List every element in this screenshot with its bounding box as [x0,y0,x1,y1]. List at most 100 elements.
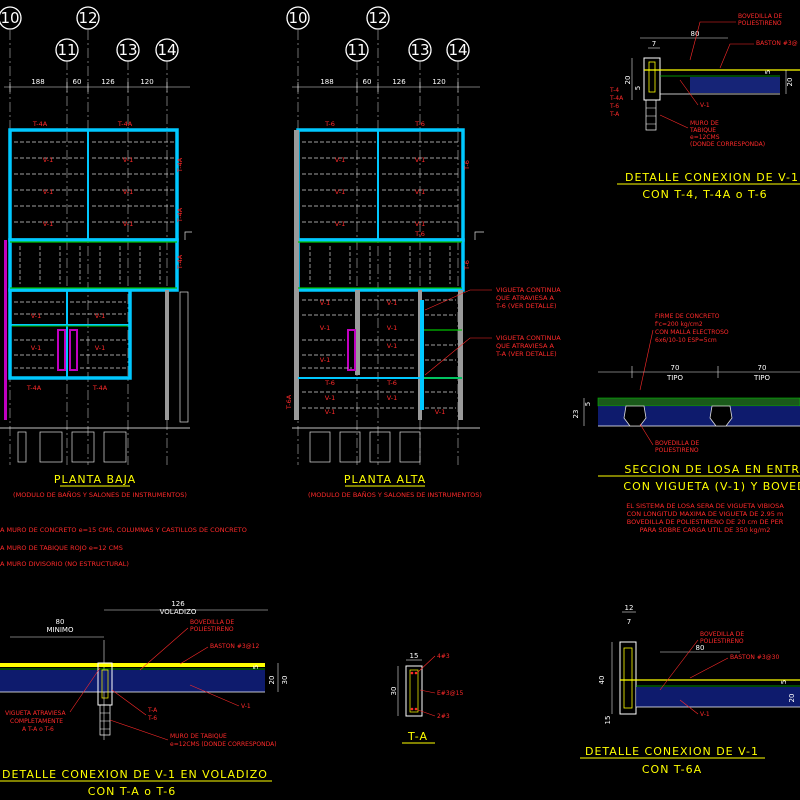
svg-text:V-1: V-1 [43,156,54,164]
svg-text:60: 60 [73,78,82,86]
svg-text:COMPLETAMENTE: COMPLETAMENTE [10,718,63,725]
svg-text:A T-A o T-6: A T-A o T-6 [22,726,54,733]
svg-text:FIRME DE CONCRETO: FIRME DE CONCRETO [655,313,720,320]
svg-text:T-A (VER DETALLE): T-A (VER DETALLE) [495,350,557,358]
svg-text:6x6/10-10 ESP=5cm: 6x6/10-10 ESP=5cm [655,337,717,344]
svg-text:V-1: V-1 [43,188,54,196]
svg-text:T-4A: T-4A [92,384,108,392]
svg-text:V-1: V-1 [415,156,426,164]
svg-text:V-1: V-1 [123,188,134,196]
svg-text:13: 13 [410,41,429,59]
detail-t4-title-1: DETALLE CONEXION DE V-1 [625,171,799,184]
plan-alta-tags: T-6 T-6 V-1 V-1 V-1 V-1 V-1 V-1 T-6 V-1 … [285,120,471,416]
svg-text:40: 40 [598,676,606,685]
svg-text:120: 120 [140,78,153,86]
svg-text:23: 23 [572,410,580,419]
svg-text:5: 5 [634,86,642,90]
svg-text:T-4A: T-4A [176,157,184,173]
detail-t4-title-2: CON T-4, T-4A o T-6 [642,188,767,201]
svg-text:15: 15 [410,652,419,660]
svg-text:5: 5 [584,402,592,406]
svg-text:T-6: T-6 [463,160,471,171]
svg-text:70: 70 [758,364,767,372]
svg-text:T-A: T-A [609,111,620,118]
svg-text:V-1: V-1 [43,220,54,228]
svg-text:MURO DE TABIQUE: MURO DE TABIQUE [170,733,227,740]
svg-text:11: 11 [57,41,76,59]
svg-text:MURO DE: MURO DE [690,120,719,127]
svg-text:T-6: T-6 [609,103,619,110]
svg-text:V-1: V-1 [123,156,134,164]
detail-t6a: 12 7 40 15 80 BOVEDILLA DE POLIESTIRENO … [598,604,800,724]
svg-text:T-6: T-6 [324,379,335,387]
svg-text:T-A: T-A [147,707,158,714]
svg-text:T-4A: T-4A [609,95,624,102]
svg-text:POLIESTIRENO: POLIESTIRENO [738,20,782,27]
section-losa-title-1: SECCION DE LOSA EN ENTREP [624,463,800,476]
svg-text:V-1: V-1 [415,188,426,196]
svg-text:15: 15 [604,716,612,725]
svg-text:V-1: V-1 [335,188,346,196]
svg-text:V-1: V-1 [700,102,710,109]
plan-alta-callout-2: VIGUETA CONTINUA QUE ATRAVIESA A T-A (VE… [424,334,561,376]
plan-baja-walls [4,128,179,420]
plan-alta-callout-1: VIGUETA CONTINUA QUE ATRAVIESA A T-6 (VE… [424,286,561,311]
svg-text:V-1: V-1 [320,299,331,307]
svg-text:V-1: V-1 [95,344,106,352]
svg-text:T-6A: T-6A [285,394,293,410]
svg-text:(DONDE CORRESPONDA): (DONDE CORRESPONDA) [690,141,765,148]
svg-text:TIPO: TIPO [753,374,771,382]
svg-text:T-4A: T-4A [32,120,48,128]
svg-text:7: 7 [627,618,631,626]
svg-text:80: 80 [691,30,700,38]
svg-text:BOVEDILLA DE: BOVEDILLA DE [700,631,744,638]
svg-text:BASTON #3@12: BASTON #3@12 [210,643,259,650]
svg-text:188: 188 [31,78,44,86]
svg-text:V-1: V-1 [320,356,331,364]
svg-text:A MURO DIVISORIO (NO ESTRUCTUR: A MURO DIVISORIO (NO ESTRUCTURAL) [0,560,129,568]
svg-text:60: 60 [363,78,372,86]
svg-text:126: 126 [101,78,115,86]
svg-text:30: 30 [390,687,398,696]
svg-text:CON MALLA ELECTROSO: CON MALLA ELECTROSO [655,329,729,336]
svg-text:V-1: V-1 [415,220,426,228]
dims-plan-baja: 188 60 126 120 [4,78,190,92]
detail-t4: 80 7 20 5 20 5 BOVEDILLA DE POLIESTIRENO… [609,13,800,148]
svg-text:4#3: 4#3 [437,653,450,660]
svg-text:T-6: T-6 [414,120,425,128]
section-losa-note: EL SISTEMA DE LOSA SERA DE VIGUETA VIBIO… [626,502,784,534]
svg-text:12: 12 [625,604,634,612]
dims-plan-alta: 188 60 126 120 [292,78,480,92]
svg-text:T-6: T-6 [386,379,397,387]
svg-text:MINIMO: MINIMO [47,626,74,634]
svg-text:70: 70 [671,364,680,372]
svg-text:T-6: T-6 [147,715,157,722]
svg-text:13: 13 [118,41,137,59]
plan-baja-subtitle: (MODULO DE BAÑOS Y SALONES DE INSTRUMENT… [13,490,187,499]
svg-text:V-1: V-1 [387,342,398,350]
svg-text:T-4A: T-4A [176,207,184,223]
axis-bubble-11: 11 [55,38,79,62]
svg-text:V-1: V-1 [123,220,134,228]
axis-bubble-10b: 10 [286,6,310,30]
svg-text:V-1: V-1 [387,299,398,307]
svg-text:20: 20 [624,76,632,85]
axis-bubble-11b: 11 [345,38,369,62]
svg-text:5: 5 [764,70,772,74]
svg-text:30: 30 [281,676,289,685]
svg-text:e=12CMS: e=12CMS [690,134,720,141]
svg-text:126: 126 [392,78,406,86]
svg-text:BOVEDILLA DE: BOVEDILLA DE [738,13,782,20]
svg-text:V-1: V-1 [700,711,710,718]
axis-bubble-10: 10 [0,6,22,30]
detail-voladizo: 126 VOLADIZO 80 MINIMO 20 5 30 BOVEDILLA… [0,600,289,748]
svg-text:POLIESTIRENO: POLIESTIRENO [190,626,234,633]
svg-text:A MURO DE CONCRETO e=15 CMS, C: A MURO DE CONCRETO e=15 CMS, COLUMNAS Y … [0,526,247,534]
svg-text:POLIESTIRENO: POLIESTIRENO [655,447,699,454]
svg-text:TABIQUE: TABIQUE [689,127,716,134]
detail-voladizo-title-2: CON T-A o T-6 [88,785,176,798]
plan-alta-base [292,231,484,463]
svg-text:POLIESTIRENO: POLIESTIRENO [700,638,744,645]
svg-text:5: 5 [252,665,260,669]
svg-text:80: 80 [56,618,65,626]
